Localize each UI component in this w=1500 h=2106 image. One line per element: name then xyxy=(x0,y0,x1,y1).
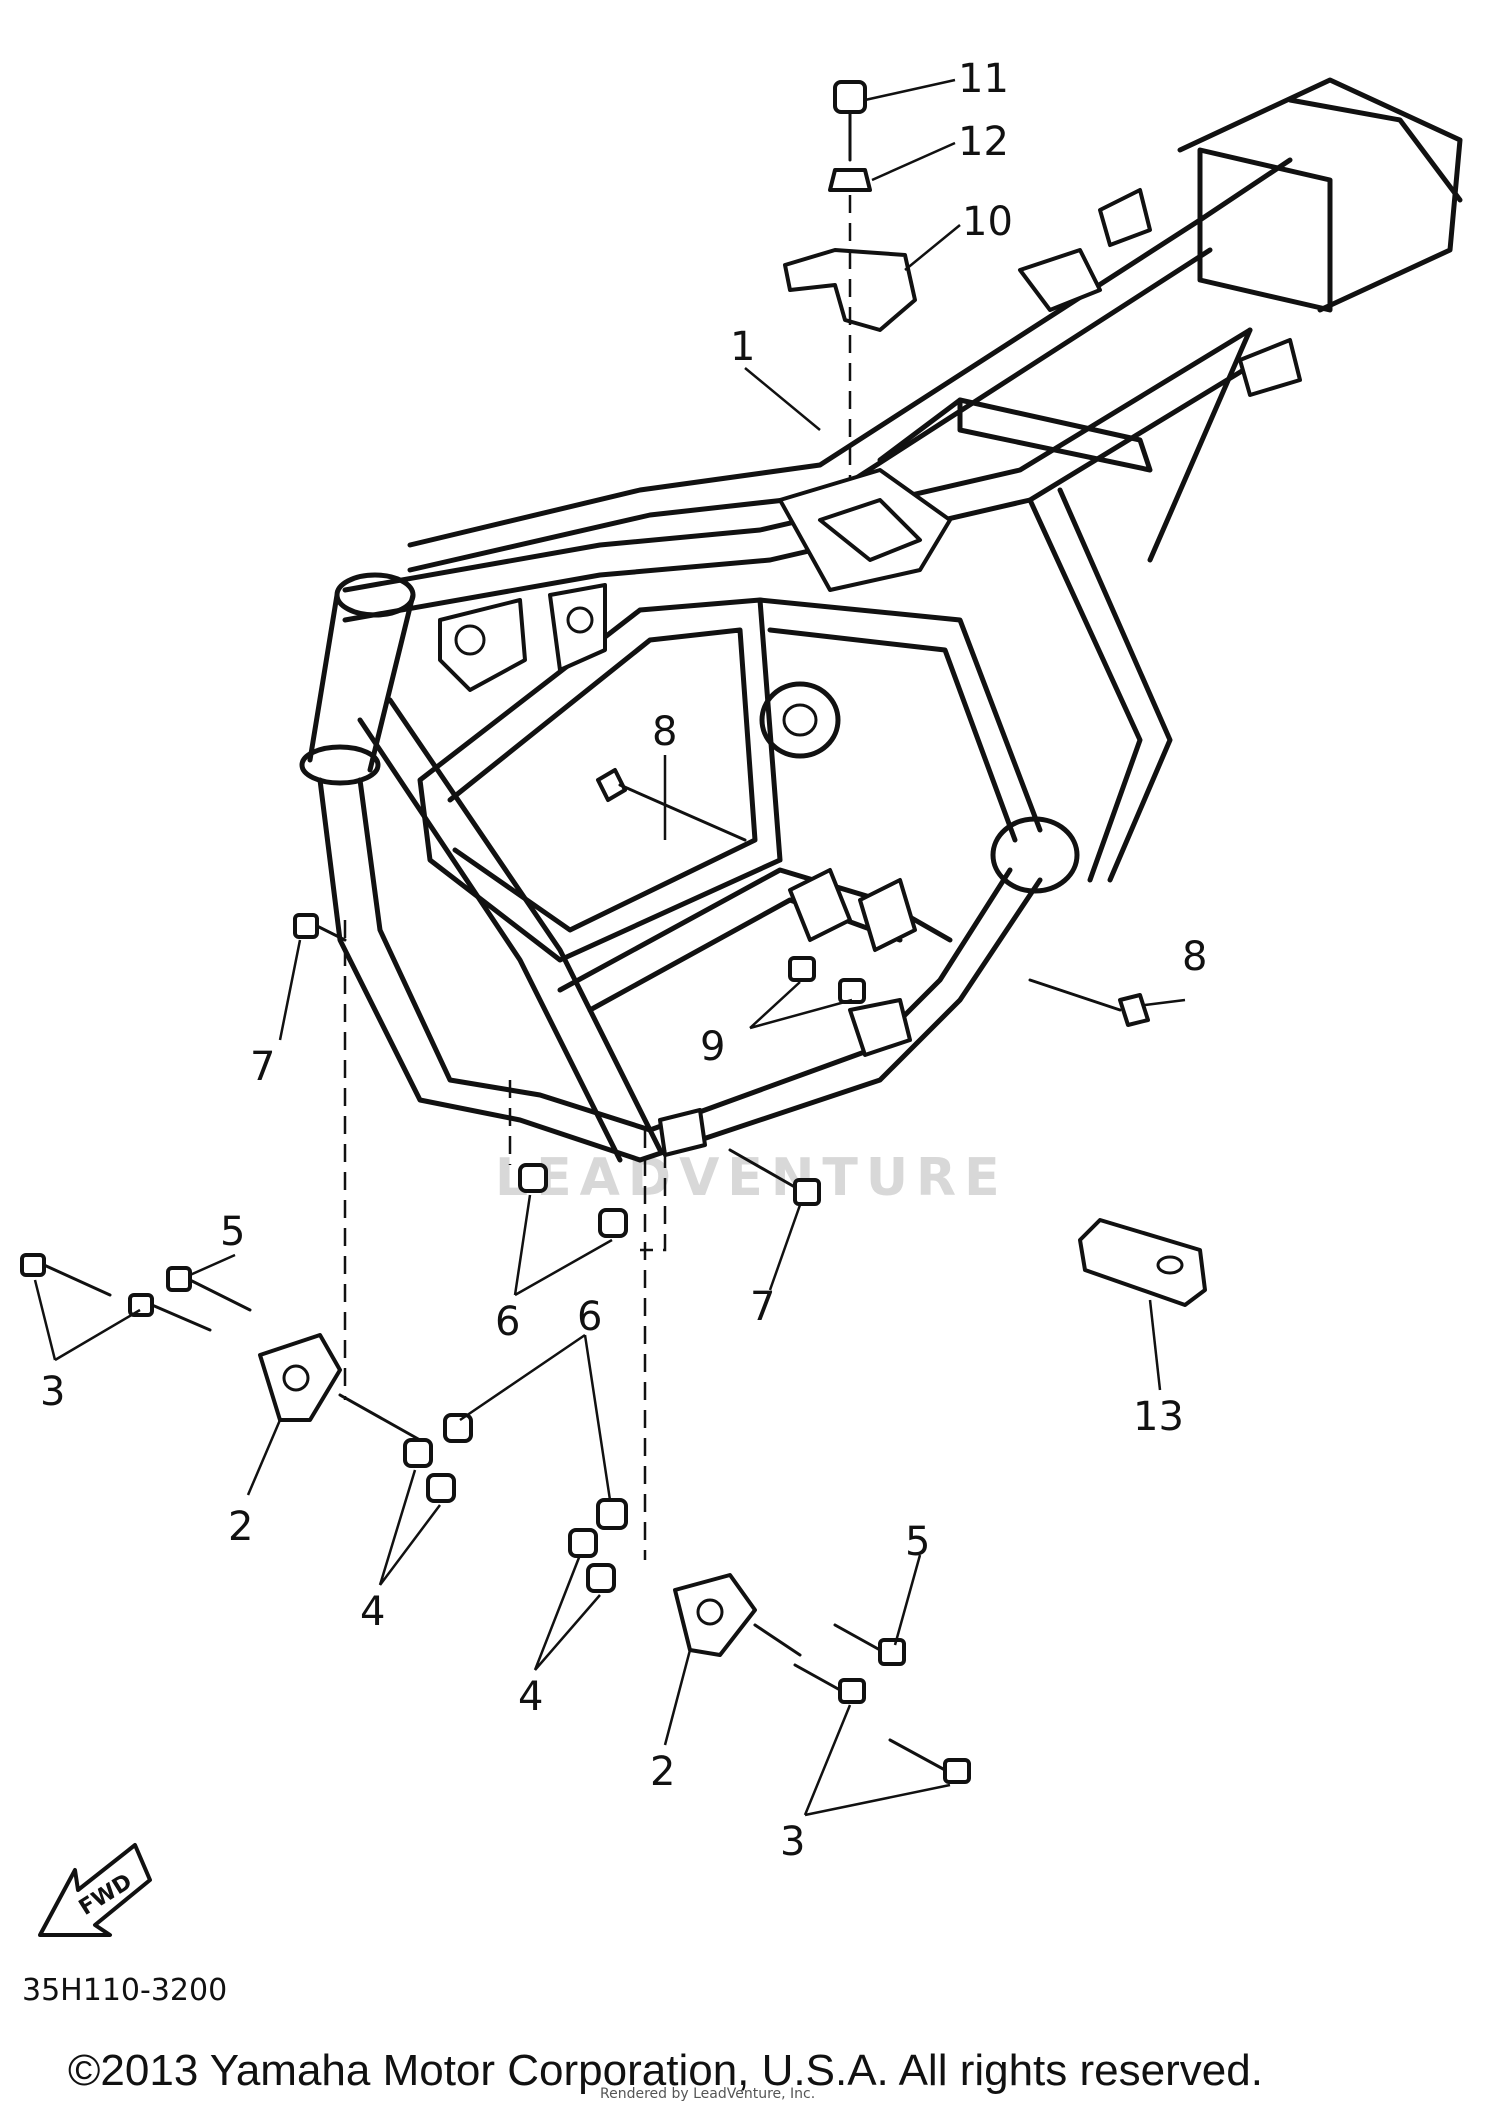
callout-7-upper: 7 xyxy=(250,1044,275,1090)
callout-9: 9 xyxy=(700,1024,725,1070)
main-frame-drawing xyxy=(299,77,1463,1163)
leader-lines xyxy=(33,78,1186,1817)
part-3-bolts xyxy=(20,1253,971,1784)
callout-5-left: 5 xyxy=(220,1209,245,1255)
rendered-by-text: Rendered by LeadVenture, Inc. xyxy=(600,2086,815,2102)
callout-8-upper: 8 xyxy=(652,709,677,755)
fwd-arrow-icon: FWD xyxy=(38,1843,152,1937)
callout-4-left: 4 xyxy=(360,1589,385,1635)
part-9-nuts xyxy=(788,956,866,1004)
part-8-bolt-upper xyxy=(596,768,747,842)
part-7-bolt-upper xyxy=(293,913,347,942)
part-12-nut xyxy=(828,168,872,192)
part-10-bracket xyxy=(783,195,917,480)
callout-2-left: 2 xyxy=(228,1504,253,1550)
part-6-collars xyxy=(443,1163,628,1530)
copyright-text: ©2013 Yamaha Motor Corporation, U.S.A. A… xyxy=(68,2046,1263,2095)
part-7-bolt-lower xyxy=(728,1148,821,1206)
part-5-bolts xyxy=(166,1266,906,1666)
callout-2-right: 2 xyxy=(650,1749,675,1795)
watermark-text: LEADVENTURE xyxy=(495,1148,1008,1208)
callout-8-lower: 8 xyxy=(1182,934,1207,980)
part-8-bolt-lower xyxy=(1028,978,1150,1027)
callout-7-lower: 7 xyxy=(750,1284,775,1330)
callout-3-right: 3 xyxy=(780,1819,805,1865)
callout-5-right: 5 xyxy=(905,1519,930,1565)
callout-12: 12 xyxy=(958,119,1009,165)
part-2-plate-left xyxy=(258,1333,422,1442)
callout-11: 11 xyxy=(958,56,1009,102)
part-2-plate-right xyxy=(673,1573,802,1657)
callout-6-lower: 6 xyxy=(577,1294,602,1340)
callout-4-right: 4 xyxy=(518,1674,543,1720)
part-11-bolt xyxy=(833,80,867,162)
callout-10: 10 xyxy=(962,199,1013,245)
callout-3-left: 3 xyxy=(40,1369,65,1415)
callout-13: 13 xyxy=(1133,1394,1184,1440)
part-4-nuts xyxy=(403,1438,616,1593)
diagram-code: 35H110-3200 xyxy=(22,1973,227,2008)
callout-1: 1 xyxy=(730,324,755,370)
callout-6-upper: 6 xyxy=(495,1299,520,1345)
alignment-line-mid xyxy=(508,1080,667,1252)
part-13-cover xyxy=(1078,1218,1207,1307)
